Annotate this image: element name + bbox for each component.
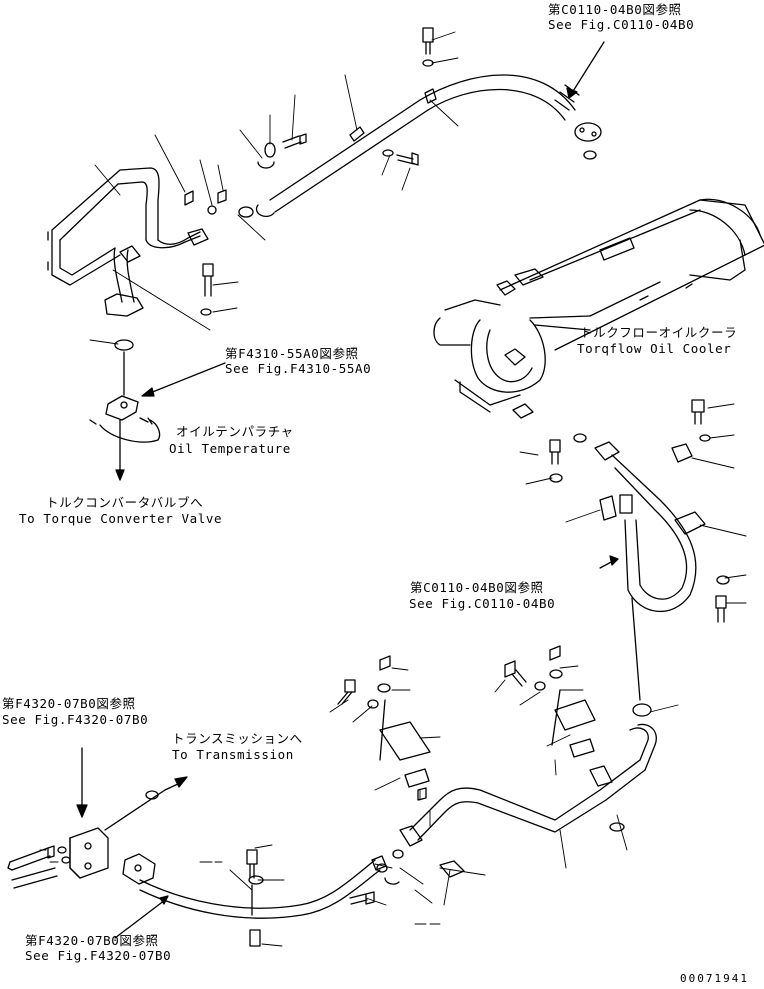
cooler-label-en: Torqflow Oil Cooler xyxy=(577,341,732,356)
lower-left-pipe xyxy=(122,849,465,947)
ref-top-jp[interactable]: 第C0110-04B0図参照 xyxy=(548,2,682,17)
oil-temp-label-jp: オイルテンパラチャ xyxy=(176,424,294,439)
ref-f4310-jp[interactable]: 第F4310-55A0図参照 xyxy=(225,346,359,361)
tc-valve-label-en: To Torque Converter Valve xyxy=(19,511,223,526)
cooler-mount-bolts xyxy=(549,439,617,521)
right-hose xyxy=(594,399,730,717)
left-loop-pipe xyxy=(47,167,209,351)
lower-brackets xyxy=(337,645,596,801)
torqflow-oil-cooler xyxy=(433,198,764,443)
tc-valve-label-jp: トルクコンバータバルブへ xyxy=(46,495,204,510)
ref-f4320a-jp[interactable]: 第F4320-07B0図参照 xyxy=(2,696,136,711)
drawing-number: 00071941 xyxy=(680,972,749,985)
ref-f4320b-jp[interactable]: 第F4320-07B0図参照 xyxy=(25,933,159,948)
oil-temperature-sensor xyxy=(89,351,161,481)
reference-arrows xyxy=(114,41,661,939)
ref-mid-en[interactable]: See Fig.C0110-04B0 xyxy=(409,596,556,611)
part-leader-lines xyxy=(39,31,747,947)
oil-temp-label-en: Oil Temperature xyxy=(169,441,291,456)
cooler-label-jp: トルクフローオイルクーラ xyxy=(580,325,738,340)
left-fittings xyxy=(184,189,227,316)
ref-f4320b-en[interactable]: See Fig.F4320-07B0 xyxy=(25,948,172,963)
lower-main-pipe xyxy=(399,723,657,847)
transmission-label-en: To Transmission xyxy=(172,747,294,762)
ref-mid-jp[interactable]: 第C0110-04B0図参照 xyxy=(410,580,544,595)
upper-oil-pipe xyxy=(269,74,602,213)
ref-f4310-en[interactable]: See Fig.F4310-55A0 xyxy=(225,361,372,376)
upper-bolts xyxy=(238,27,434,218)
ref-top-en[interactable]: See Fig.C0110-04B0 xyxy=(548,17,695,32)
ref-f4320a-en[interactable]: See Fig.F4320-07B0 xyxy=(2,712,149,727)
transmission-label-jp: トランスミッションへ xyxy=(172,731,303,746)
transmission-block xyxy=(7,747,188,889)
